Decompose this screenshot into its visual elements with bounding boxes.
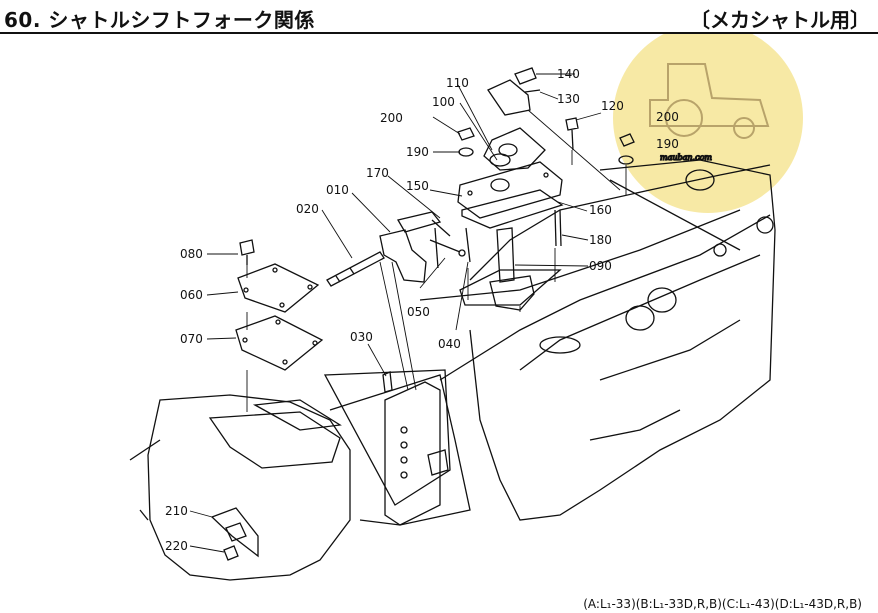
label-100: 100 (432, 95, 455, 109)
variant-label: 〔メカシャトル用〕 (690, 8, 870, 32)
shift-fork-010 (379, 211, 451, 283)
label-040: 040 (438, 337, 461, 351)
cover-plate-060 (237, 263, 320, 313)
label-010: 010 (326, 183, 349, 197)
label-160: 160 (589, 203, 612, 217)
label-190b: 190 (656, 137, 679, 151)
gasket-070 (235, 315, 324, 371)
bolt-120 (565, 117, 579, 151)
watermark-text: mauban.com (660, 153, 712, 162)
leader-lines (189, 73, 627, 553)
shaft-090 (489, 227, 535, 311)
oring-110 (489, 153, 511, 167)
lever-130 (487, 79, 541, 116)
fork-shaft-020 (326, 251, 385, 287)
bolt-080 (239, 239, 255, 265)
label-020: 020 (296, 202, 319, 216)
nut-200 (457, 127, 635, 147)
label-060: 060 (180, 288, 203, 302)
cover-150 (457, 161, 563, 219)
label-220: 220 (165, 539, 188, 553)
label-180: 180 (589, 233, 612, 247)
label-200: 200 (380, 111, 403, 125)
bolt-140 (514, 67, 537, 85)
label-210: 210 (165, 504, 188, 518)
label-130: 130 (557, 92, 580, 106)
label-030: 030 (350, 330, 373, 344)
gasket-160 (461, 189, 564, 229)
transmission-case (129, 159, 776, 581)
label-120: 120 (601, 99, 624, 113)
bolt-220 (223, 545, 239, 561)
watermark-disc (613, 34, 803, 213)
part-labels: 080 060 070 020 010 170 150 200 190 110 … (165, 67, 679, 553)
label-050: 050 (407, 305, 430, 319)
shift-plate (382, 371, 449, 526)
label-070: 070 (180, 332, 203, 346)
label-090: 090 (589, 259, 612, 273)
exploded-diagram: mauban.com (129, 34, 803, 581)
label-190: 190 (406, 145, 429, 159)
label-110: 110 (446, 76, 469, 90)
label-140: 140 (557, 67, 580, 81)
tractor-icon (649, 63, 770, 139)
washer-190 (458, 147, 634, 165)
model-applicability: (A:L₁-33)(B:L₁-33D,R,B)(C:L₁-43)(D:L₁-43… (583, 597, 862, 611)
header-rule (0, 32, 878, 34)
spring-pin-050 (429, 239, 466, 257)
page-title: 60. シャトルシフトフォーク関係 (4, 8, 315, 32)
pin-040 (465, 227, 471, 263)
watermark-logo: mauban.com (613, 34, 803, 213)
bracket-210 (210, 507, 259, 558)
stud-170 (434, 227, 439, 269)
label-170: 170 (366, 166, 389, 180)
label-200b: 200 (656, 110, 679, 124)
header: 60. シャトルシフトフォーク関係 〔メカシャトル用〕 (0, 0, 878, 34)
label-150: 150 (406, 179, 429, 193)
label-080: 080 (180, 247, 203, 261)
stud-180 (554, 209, 562, 247)
